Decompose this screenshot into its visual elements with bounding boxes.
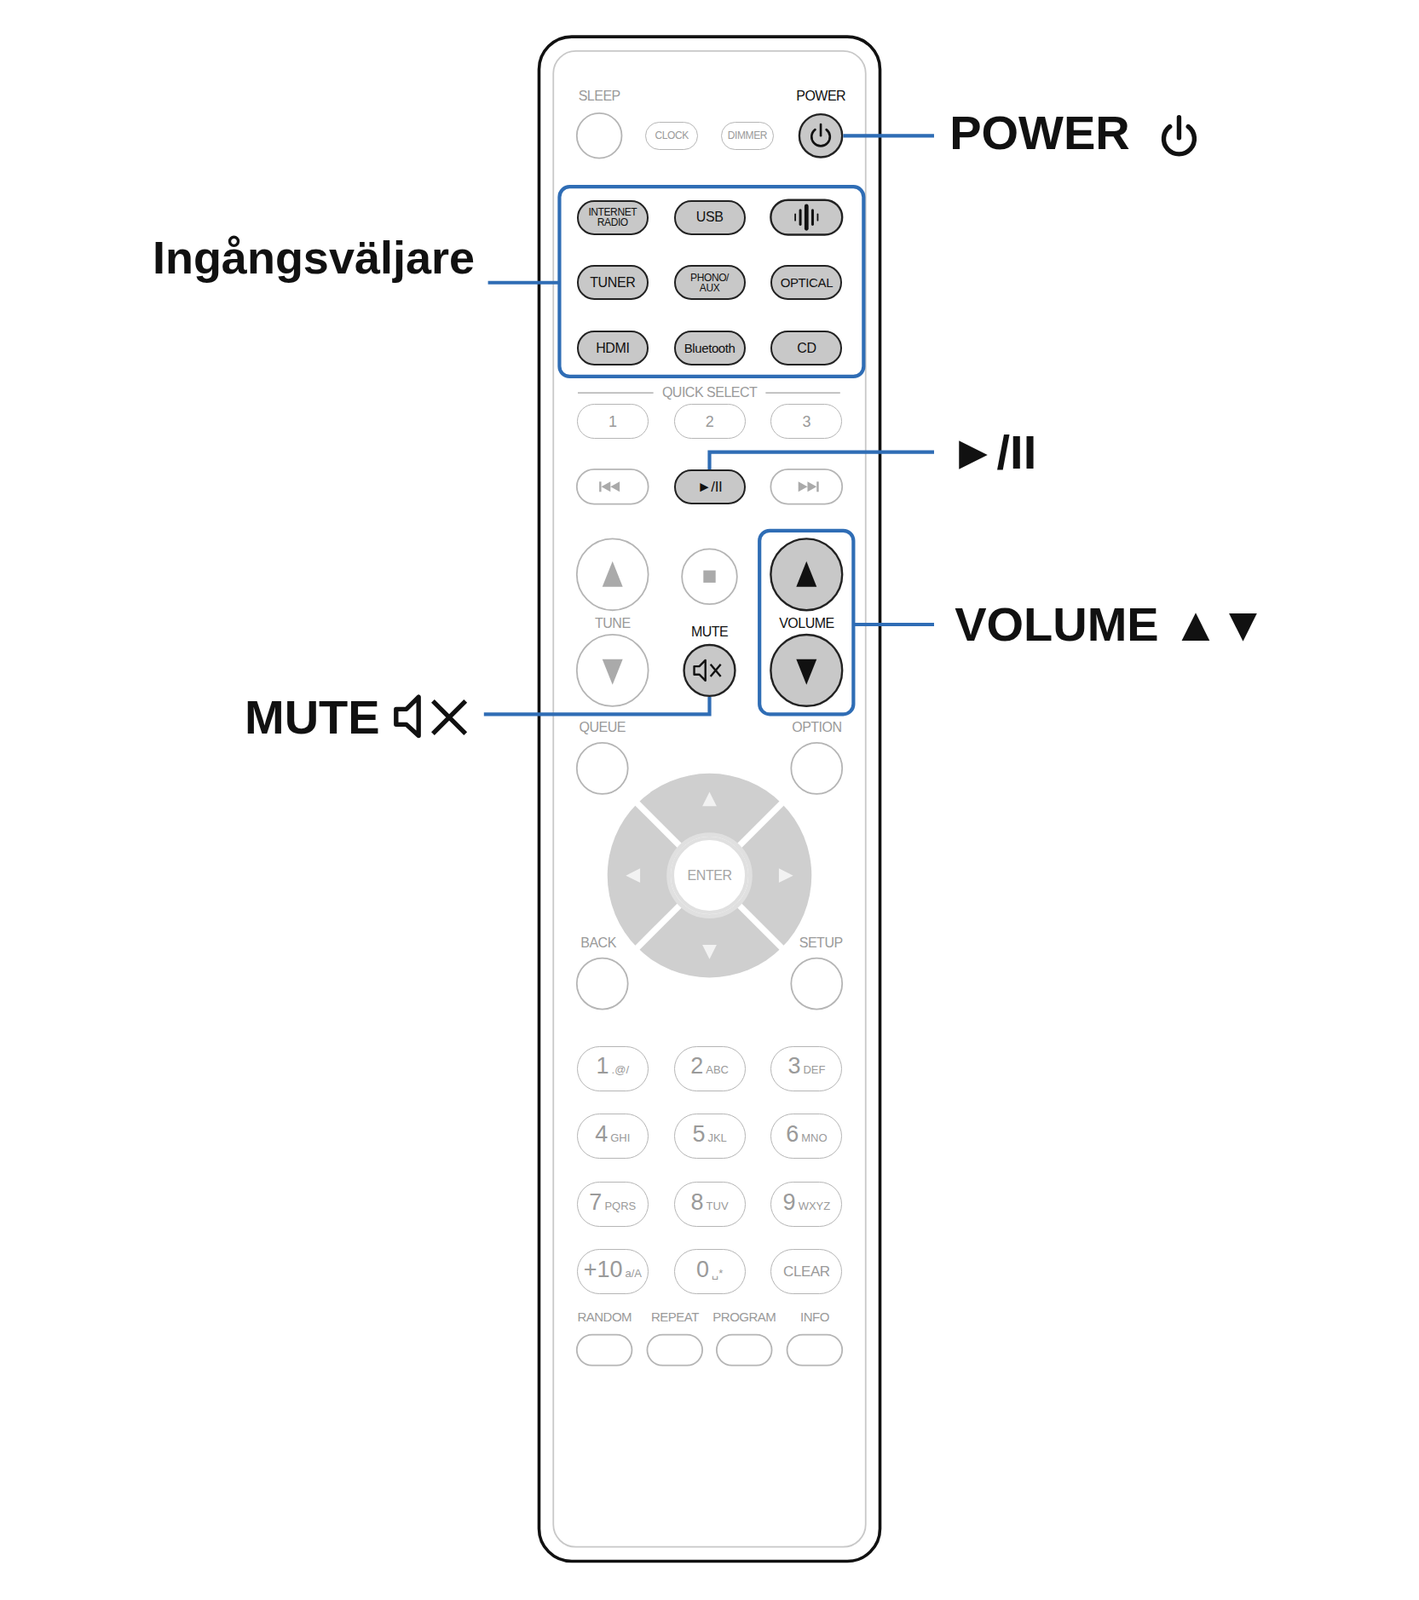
button-text: WXYZ xyxy=(798,1200,831,1212)
remote-button: 1.@/ xyxy=(576,1046,649,1092)
button-text: USB xyxy=(696,210,724,225)
button-text: 7 xyxy=(588,1191,602,1215)
remote-button: 2ABC xyxy=(674,1046,746,1092)
button-text: 5 xyxy=(692,1123,705,1147)
button-text: PHONO/ AUX xyxy=(682,272,736,294)
remote-button: 3DEF xyxy=(770,1046,843,1092)
remote-button: 9WXYZ xyxy=(770,1182,843,1228)
remote-button: CLOCK xyxy=(645,121,698,151)
button-text: 0 xyxy=(696,1258,710,1282)
button-label: SLEEP xyxy=(576,89,623,104)
button-text: GHI xyxy=(610,1132,630,1144)
remote-button: HDMI xyxy=(576,330,649,366)
callout-label: Ingångsväljare xyxy=(152,234,475,281)
button-text: .@/ xyxy=(611,1064,629,1076)
remote-button: ►/II xyxy=(674,469,746,505)
button-label: SETUP xyxy=(797,936,845,951)
button-text: TUNER xyxy=(589,276,635,290)
button-text: a/A xyxy=(624,1268,642,1280)
button-label: QUICK SELECT xyxy=(660,386,759,400)
remote-button: 0␣* xyxy=(674,1249,746,1295)
button-text: 9 xyxy=(783,1191,797,1215)
button-text: +10 xyxy=(583,1258,623,1282)
callout-label: ►/II xyxy=(949,428,1037,477)
button-text: CD xyxy=(796,341,816,356)
button-label: VOLUME xyxy=(777,617,837,631)
callout-label: POWER xyxy=(949,109,1131,157)
button-label: BACK xyxy=(578,936,618,951)
button-text: 1 xyxy=(608,414,618,430)
button-text: CLEAR xyxy=(783,1264,831,1280)
button-label: RANDOM xyxy=(575,1310,634,1324)
remote-button: CD xyxy=(770,330,843,366)
button-text: ►/II xyxy=(697,479,722,495)
enter-button: ENTER xyxy=(670,836,749,915)
button-text: MNO xyxy=(801,1132,827,1144)
button-text: ABC xyxy=(705,1064,729,1076)
remote-button: 2 xyxy=(674,403,746,439)
callout-label: VOLUME ▲▼ xyxy=(954,600,1267,649)
remote-button: 7PQRS xyxy=(576,1182,649,1228)
remote-button: 3 xyxy=(770,403,843,439)
remote-button: OPTICAL xyxy=(770,265,843,300)
button-text: HDMI xyxy=(595,341,629,356)
button-text: CLOCK xyxy=(655,130,689,141)
button-text: PQRS xyxy=(604,1200,636,1212)
button-text: TUV xyxy=(706,1200,729,1212)
button-label: QUEUE xyxy=(577,721,628,735)
button-label: OPTION xyxy=(790,721,843,735)
button-text: JKL xyxy=(707,1132,727,1144)
remote-button: 4GHI xyxy=(576,1113,649,1160)
button-text: 3 xyxy=(787,1055,801,1079)
button-text: 3 xyxy=(802,414,812,430)
button-text: OPTICAL xyxy=(780,276,833,289)
remote-button: 5JKL xyxy=(674,1113,746,1160)
button-label: REPEAT xyxy=(649,1310,701,1324)
button-text: Bluetooth xyxy=(684,341,736,355)
remote-button: TUNER xyxy=(576,265,649,300)
remote-button: 1 xyxy=(576,403,649,439)
remote-button: INTERNET RADIO xyxy=(576,200,649,236)
callout-label: MUTE xyxy=(244,693,381,742)
button-text: 8 xyxy=(691,1191,704,1215)
remote-button: Bluetooth xyxy=(674,330,746,366)
button-text: ␣* xyxy=(711,1268,723,1280)
button-text: DEF xyxy=(802,1064,825,1076)
remote-button: +10a/A xyxy=(576,1249,649,1295)
remote-button: CLEAR xyxy=(770,1249,843,1295)
remote-button: DIMMER xyxy=(721,121,774,151)
button-text: INTERNET RADIO xyxy=(581,207,645,228)
button-text: ENTER xyxy=(686,869,732,883)
button-label: POWER xyxy=(794,89,848,104)
button-text: 2 xyxy=(690,1055,704,1079)
button-text: DIMMER xyxy=(727,130,768,141)
button-label: TUNE xyxy=(593,617,633,631)
remote-button: USB xyxy=(674,200,746,236)
remote-button: 8TUV xyxy=(674,1182,746,1228)
button-label: MUTE xyxy=(689,625,730,640)
button-text: 1 xyxy=(596,1055,610,1079)
remote-button: PHONO/ AUX xyxy=(674,265,746,300)
button-text: 6 xyxy=(785,1123,799,1147)
remote-button: 6MNO xyxy=(770,1113,843,1160)
button-text: 4 xyxy=(594,1123,608,1147)
button-label: PROGRAM xyxy=(710,1310,778,1324)
button-label: INFO xyxy=(798,1310,831,1324)
button-text: 2 xyxy=(705,414,715,430)
